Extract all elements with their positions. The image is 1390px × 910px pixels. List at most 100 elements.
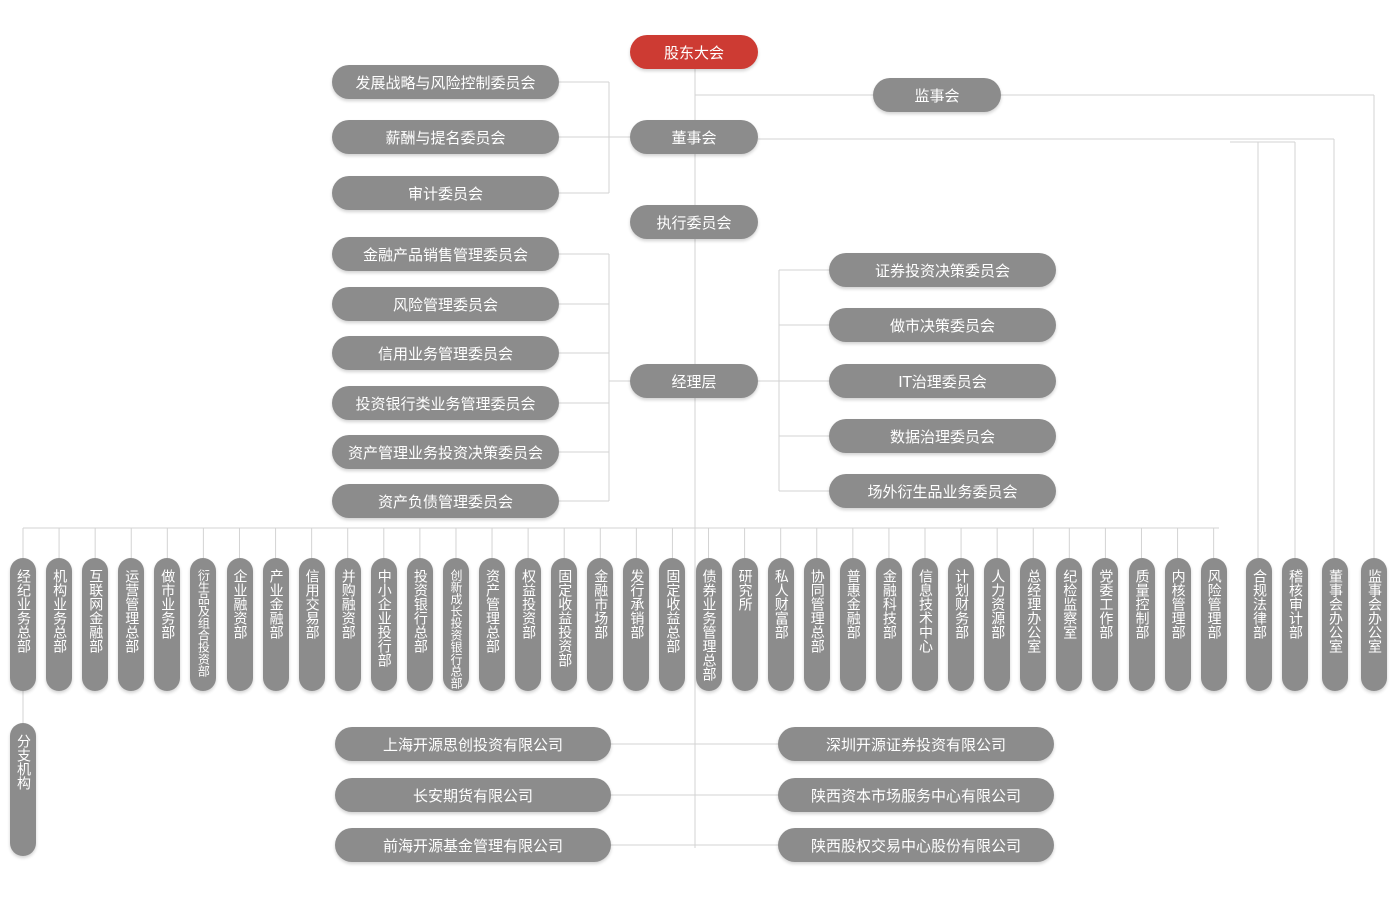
node-department[interactable]: 风险管理部	[1200, 558, 1227, 691]
node-department[interactable]: 金融科技部	[875, 558, 902, 691]
node-department[interactable]: 创新成长投资银行总部	[443, 558, 469, 691]
node-management-committee[interactable]: 资产管理业务投资决策委员会	[332, 435, 559, 469]
node-department-label: 研究所	[736, 569, 753, 611]
node-branch-label: 分支机构	[15, 734, 31, 790]
node-department[interactable]: 普惠金融部	[839, 558, 866, 691]
node-department-label: 衍生品及组合投资部	[196, 569, 211, 677]
node-subsidiary[interactable]: 深圳开源证券投资有限公司	[778, 727, 1054, 761]
node-department-label: 党委工作部	[1097, 569, 1114, 639]
node-department-label: 普惠金融部	[844, 569, 861, 639]
node-department[interactable]: 经纪业务总部	[10, 558, 36, 691]
node-board-committee[interactable]: 薪酬与提名委员会	[332, 120, 559, 154]
node-department-label: 固定收益投资部	[556, 569, 573, 667]
node-subsidiary[interactable]: 长安期货有限公司	[335, 778, 611, 812]
node-board-department[interactable]: 董事会办公室	[1322, 558, 1348, 691]
node-department[interactable]: 衍生品及组合投资部	[190, 558, 217, 691]
node-board-committee[interactable]: 审计委员会	[332, 176, 559, 210]
node-board-of-directors[interactable]: 董事会	[630, 120, 758, 154]
node-department-label: 风险管理部	[1205, 569, 1222, 639]
node-department-label: 中小企业投行部	[375, 569, 392, 667]
node-department[interactable]: 中小企业投行部	[370, 558, 397, 691]
node-department[interactable]: 互联网金融部	[82, 558, 109, 691]
node-department-label: 协同管理总部	[808, 569, 825, 653]
node-board-of-supervisors[interactable]: 监事会	[873, 78, 1001, 112]
node-department-label: 金融市场部	[592, 569, 609, 639]
node-board-department[interactable]: 监事会办公室	[1361, 558, 1387, 691]
node-department[interactable]: 信用交易部	[298, 558, 325, 691]
node-board-department[interactable]: 稽核审计部	[1282, 558, 1308, 691]
node-department[interactable]: 固定收益投资部	[551, 558, 578, 691]
node-management-committee[interactable]: 信用业务管理委员会	[332, 336, 559, 370]
node-department[interactable]: 内核管理部	[1164, 558, 1191, 691]
node-department[interactable]: 研究所	[731, 558, 758, 691]
node-department[interactable]: 党委工作部	[1092, 558, 1119, 691]
node-department-label: 互联网金融部	[87, 569, 104, 653]
node-department[interactable]: 私人财富部	[767, 558, 794, 691]
node-subsidiary[interactable]: 陕西股权交易中心股份有限公司	[778, 828, 1054, 862]
node-board-department[interactable]: 合规法律部	[1246, 558, 1272, 691]
node-department-label: 机构业务总部	[51, 569, 68, 653]
node-department-label: 并购融资部	[339, 569, 356, 639]
node-department[interactable]: 金融市场部	[587, 558, 614, 691]
node-management-committee[interactable]: 金融产品销售管理委员会	[332, 237, 559, 271]
node-department-label: 权益投资部	[520, 569, 537, 639]
node-board-department-label: 董事会办公室	[1327, 569, 1343, 653]
node-management-committee[interactable]: 风险管理委员会	[332, 287, 559, 321]
node-department[interactable]: 信息技术中心	[912, 558, 938, 691]
node-board-department-label: 监事会办公室	[1366, 569, 1382, 653]
node-department-label: 资产管理总部	[484, 569, 500, 653]
node-department-label: 投资银行总部	[411, 569, 428, 653]
node-department[interactable]: 资产管理总部	[479, 558, 505, 691]
node-department-label: 做市业务部	[159, 569, 176, 639]
node-board-committee[interactable]: 发展战略与风险控制委员会	[332, 65, 559, 99]
node-department[interactable]: 机构业务总部	[46, 558, 73, 691]
node-department[interactable]: 总经理办公室	[1020, 558, 1047, 691]
node-branch-offices[interactable]: 分支机构	[10, 723, 36, 856]
node-management-committee[interactable]: 投资银行类业务管理委员会	[332, 386, 559, 420]
node-department[interactable]: 投资银行总部	[406, 558, 433, 691]
node-department[interactable]: 企业融资部	[226, 558, 253, 691]
node-management-committee[interactable]: 场外衍生品业务委员会	[829, 474, 1056, 508]
node-department[interactable]: 计划财务部	[948, 558, 975, 691]
node-department[interactable]: 固定收益总部	[659, 558, 686, 691]
node-department-label: 私人财富部	[772, 569, 789, 639]
node-department[interactable]: 运营管理总部	[118, 558, 145, 691]
node-department[interactable]: 人力资源部	[984, 558, 1011, 691]
node-department-label: 人力资源部	[989, 569, 1006, 639]
node-department-label: 总经理办公室	[1025, 569, 1042, 653]
node-department-label: 信用交易部	[303, 569, 320, 639]
node-subsidiary[interactable]: 陕西资本市场服务中心有限公司	[778, 778, 1054, 812]
node-management[interactable]: 经理层	[630, 364, 758, 398]
node-subsidiary[interactable]: 前海开源基金管理有限公司	[335, 828, 611, 862]
node-management-committee[interactable]: 数据治理委员会	[829, 419, 1056, 453]
node-board-department-label: 稽核审计部	[1287, 569, 1303, 639]
node-department-label: 创新成长投资银行总部	[449, 569, 463, 689]
node-department-label: 信息技术中心	[917, 569, 933, 653]
node-management-committee[interactable]: IT治理委员会	[829, 364, 1056, 398]
node-shareholders-meeting[interactable]: 股东大会	[630, 35, 758, 69]
node-executive-committee[interactable]: 执行委员会	[630, 205, 758, 239]
node-department[interactable]: 产业金融部	[262, 558, 289, 691]
node-management-committee[interactable]: 资产负债管理委员会	[332, 484, 559, 518]
node-department-label: 纪检监察室	[1061, 569, 1078, 639]
node-department[interactable]: 权益投资部	[515, 558, 542, 691]
node-department-label: 经纪业务总部	[15, 569, 31, 653]
node-department[interactable]: 做市业务部	[154, 558, 181, 691]
node-department-label: 发行承销部	[628, 569, 645, 639]
node-department[interactable]: 并购融资部	[334, 558, 361, 691]
node-department-label: 计划财务部	[953, 569, 970, 639]
node-board-department-label: 合规法律部	[1251, 569, 1267, 639]
node-department-label: 金融科技部	[880, 569, 897, 639]
node-department-label: 产业金融部	[267, 569, 284, 639]
node-department[interactable]: 发行承销部	[623, 558, 650, 691]
node-management-committee[interactable]: 证券投资决策委员会	[829, 253, 1056, 287]
node-department-label: 运营管理总部	[123, 569, 140, 653]
node-department[interactable]: 质量控制部	[1128, 558, 1155, 691]
node-department[interactable]: 纪检监察室	[1056, 558, 1083, 691]
node-department[interactable]: 债券业务管理总部	[695, 558, 722, 691]
node-department[interactable]: 协同管理总部	[803, 558, 830, 691]
node-subsidiary[interactable]: 上海开源思创投资有限公司	[335, 727, 611, 761]
node-department-label: 质量控制部	[1133, 569, 1150, 639]
node-management-committee[interactable]: 做市决策委员会	[829, 308, 1056, 342]
